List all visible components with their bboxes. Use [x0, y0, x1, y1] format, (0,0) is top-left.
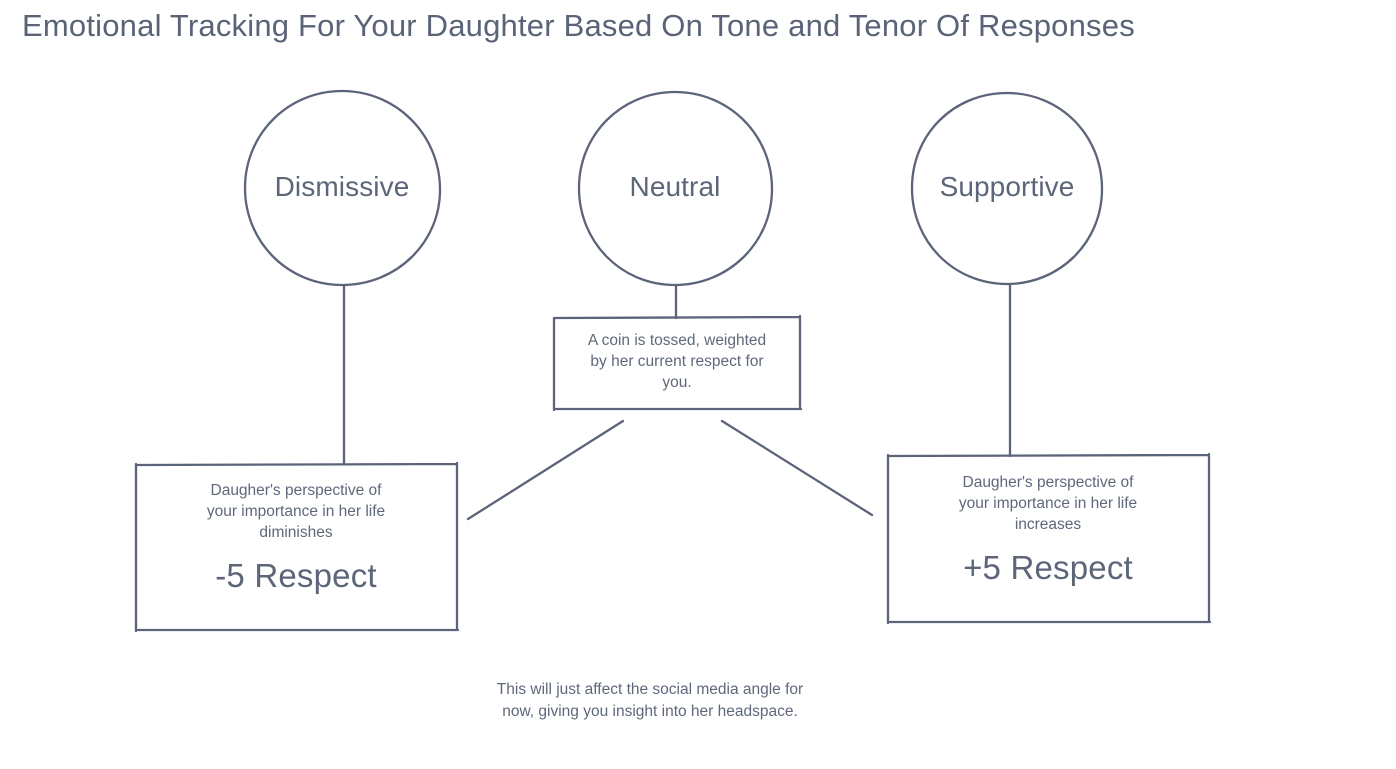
page-title: Emotional Tracking For Your Daughter Bas…: [22, 8, 1135, 43]
coin-box-shape[interactable]: [552, 314, 803, 412]
footnote-line: This will just affect the social media a…: [496, 681, 804, 698]
left-box-line: your importance in her life: [206, 503, 386, 520]
coin-box-line: by her current respect for: [590, 353, 764, 370]
right-box-line: Daugher's perspective of: [962, 474, 1134, 491]
right-box-shape[interactable]: [886, 452, 1212, 625]
right-box-line: increases: [1014, 516, 1082, 533]
circle-label-neutral: Neutral: [629, 171, 721, 202]
footnote-line: now, giving you insight into her headspa…: [502, 703, 798, 720]
coin-box-line: A coin is tossed, weighted: [587, 332, 767, 349]
left-box-value: -5 Respect: [215, 557, 377, 594]
circle-label-dismissive: Dismissive: [274, 171, 410, 202]
left-box-shape[interactable]: [134, 461, 460, 633]
left-box-description: Daugher's perspective of your importance…: [146, 480, 446, 543]
circle-dismissive-shape[interactable]: [243, 89, 442, 287]
coin-box-line: you.: [662, 374, 692, 391]
right-box-value: +5 Respect: [963, 549, 1133, 586]
circle-label-supportive: Supportive: [939, 171, 1075, 202]
circle-supportive-shape[interactable]: [910, 91, 1104, 286]
right-box-line: your importance in her life: [958, 495, 1138, 512]
footnote: This will just affect the social media a…: [450, 679, 850, 723]
right-box-description: Daugher's perspective of your importance…: [898, 472, 1198, 535]
connector-coin-box-to-right-box: [720, 419, 874, 517]
left-box-line: Daugher's perspective of: [210, 482, 382, 499]
left-box-line: diminishes: [259, 524, 333, 541]
coin-box-text: A coin is tossed, weighted by her curren…: [560, 330, 794, 393]
connector-coin-box-to-left-box: [466, 419, 625, 521]
